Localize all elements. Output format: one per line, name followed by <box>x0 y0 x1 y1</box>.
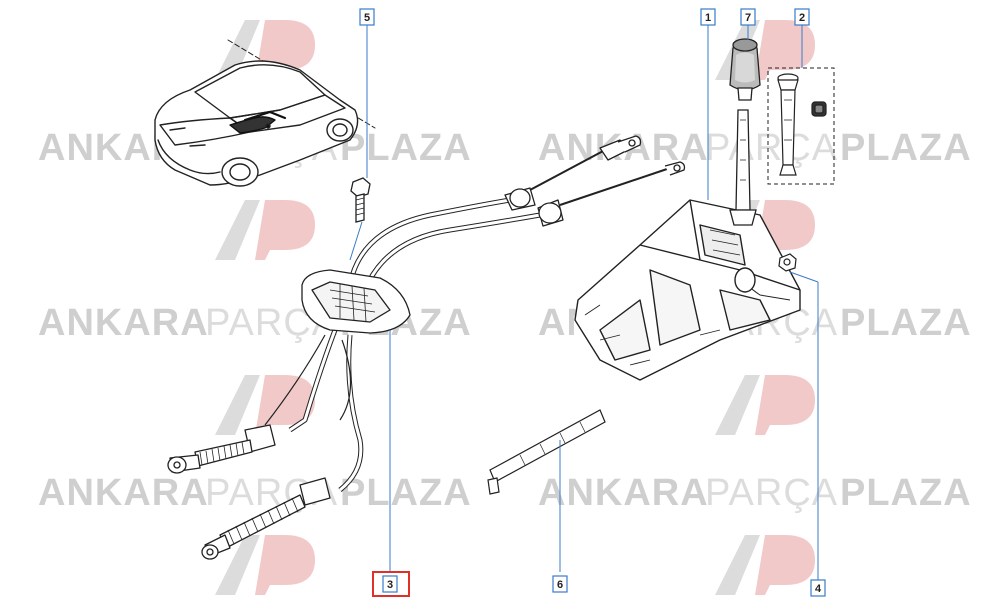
callout-label: 7 <box>745 12 751 24</box>
gear-lever-rod <box>729 109 757 226</box>
watermark-word: PLAZA <box>340 127 472 169</box>
watermark-word: ANKARA <box>538 472 709 514</box>
watermark-word: PLAZA <box>840 127 972 169</box>
gear-knob <box>729 38 761 101</box>
watermark-logo <box>215 375 315 435</box>
leader-lines <box>349 25 819 580</box>
gear-shift-cable-assembly <box>167 135 686 560</box>
bolt-part <box>350 177 371 223</box>
watermark-text-row: ANKARA PARÇA PLAZA ANKARA PARÇA PLAZA <box>38 302 972 344</box>
cable-tie <box>487 409 606 495</box>
callout-label: 3 <box>387 579 393 591</box>
callout-3[interactable]: 3 <box>372 571 410 597</box>
retainer-kit <box>767 67 835 185</box>
callout-1[interactable]: 1 <box>700 8 716 26</box>
watermark-word: PARÇA <box>705 472 838 514</box>
watermark-logo <box>215 200 315 260</box>
watermark-word: PLAZA <box>340 472 472 514</box>
watermark-word: ANKARA <box>38 472 209 514</box>
callout-label: 2 <box>799 12 805 24</box>
watermark-word: PLAZA <box>840 302 972 344</box>
callout-7[interactable]: 7 <box>740 8 756 26</box>
watermark-logo <box>715 375 815 435</box>
car-illustration <box>154 39 376 187</box>
cable-grommet-plate <box>301 269 411 334</box>
callout-4[interactable]: 4 <box>810 579 826 597</box>
watermark-layer: ANKARA PARÇA PLAZA ANKARA PARÇA PLAZA AN… <box>38 20 972 595</box>
watermark-logo <box>215 535 315 595</box>
watermark-word: ANKARA <box>38 302 209 344</box>
watermark-text-row: ANKARA PARÇA PLAZA ANKARA PARÇA PLAZA <box>38 472 972 514</box>
callout-label: 1 <box>705 12 711 24</box>
callout-label: 5 <box>364 12 370 24</box>
callout-6[interactable]: 6 <box>552 575 568 593</box>
callout-2[interactable]: 2 <box>794 8 810 26</box>
callout-5[interactable]: 5 <box>359 8 375 26</box>
watermark-word: PARÇA <box>705 127 838 169</box>
watermark-word: PLAZA <box>840 472 972 514</box>
watermark-logo <box>715 20 815 80</box>
nut-part <box>778 253 797 272</box>
callout-label: 4 <box>815 583 822 595</box>
gear-shift-housing <box>574 199 801 381</box>
callout-label: 6 <box>557 579 563 591</box>
watermark-logo <box>715 535 815 595</box>
